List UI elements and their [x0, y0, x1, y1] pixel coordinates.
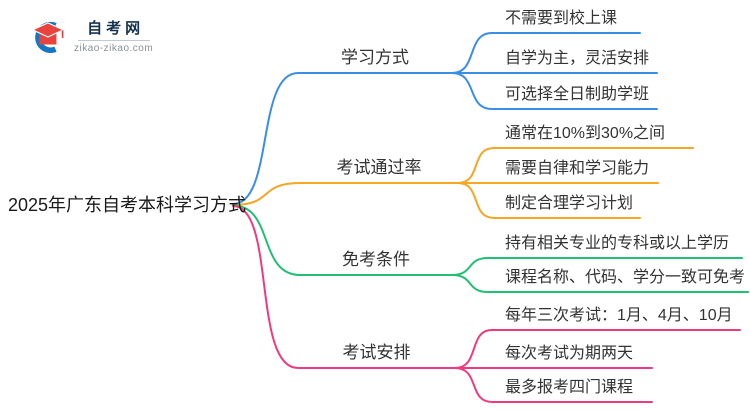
branch-lines-pass-rate [232, 147, 694, 219]
branch-lines-schedule [232, 205, 741, 403]
branch-study-method-label: 学习方式 [341, 48, 409, 67]
branch-lines-exemption [232, 204, 749, 293]
leaf-node: 持有相关专业的专科或以上学历 [505, 235, 730, 252]
leaf-node: 每年三次考试：1月、4月、10月 [505, 307, 733, 324]
leaf-node: 不需要到校上课 [505, 10, 618, 27]
branch-pass-rate-label: 考试通过率 [336, 158, 422, 177]
leaf-node: 需要自律和学习能力 [505, 160, 650, 177]
leaf-node: 每次考试为期两天 [505, 345, 634, 362]
site-name: 自考网 [87, 20, 145, 37]
leaf-node: 课程名称、代码、学分一致可免考 [505, 269, 746, 286]
site-logo[interactable]: 自考网 zikao-zikao.com [28, 20, 153, 54]
leaf-node: 最多报考四门课程 [505, 379, 634, 396]
leaf-node: 制定合理学习计划 [505, 195, 634, 212]
mindmap-root-node: 2025年广东自考本科学习方式 [8, 195, 247, 215]
logo-divider [77, 40, 150, 41]
branch-schedule-label: 考试安排 [342, 343, 411, 362]
leaf-node: 自学为主，灵活安排 [505, 50, 650, 67]
site-url: zikao-zikao.com [74, 43, 154, 54]
zikao-logo-icon [31, 21, 65, 54]
branch-exemption-label: 免考条件 [342, 250, 410, 269]
leaf-node: 可选择全日制助学班 [505, 86, 650, 103]
branch-lines-study-method [232, 32, 658, 205]
leaf-node: 通常在10%到30%之间 [505, 125, 666, 142]
